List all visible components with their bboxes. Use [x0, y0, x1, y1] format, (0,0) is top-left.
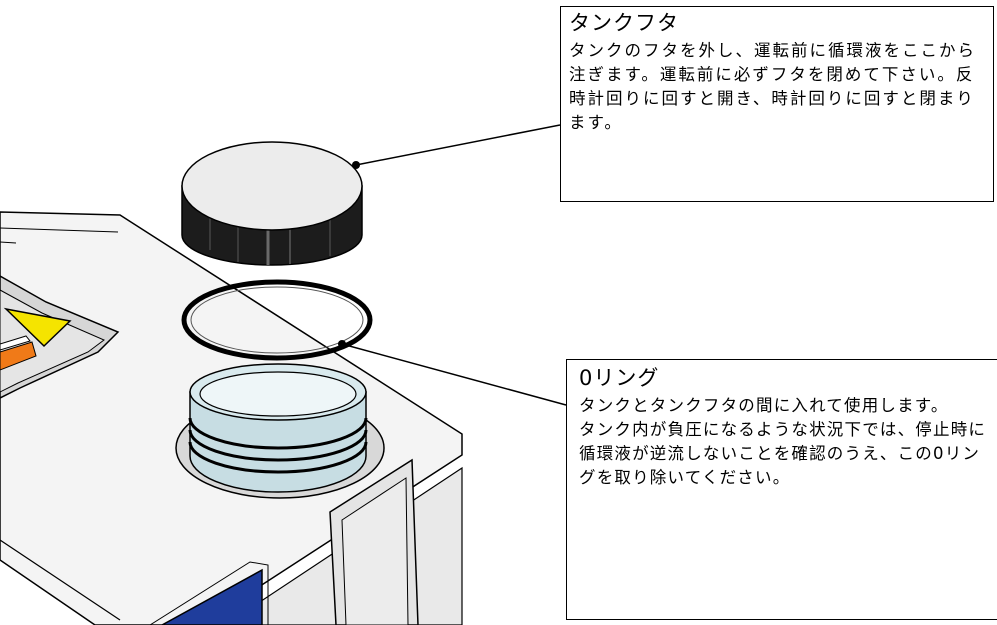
neck-thread	[188, 417, 368, 450]
tank-edge-line	[0, 539, 121, 621]
o-ring-callout: 0リング タンクとタンクフタの間に入れて使用します。 タンク内が負圧になるような…	[566, 359, 997, 620]
warning-triangle-icon	[3, 307, 72, 348]
tank-neck-inner	[199, 371, 357, 417]
o-ring-inner-edge	[190, 286, 364, 354]
oring-leader-line	[341, 343, 567, 406]
o-ring-description-1: タンクとタンクフタの間に入れて使用します。	[579, 396, 949, 415]
cap-leader-dot	[352, 161, 360, 169]
cap-leader-line	[355, 124, 561, 166]
panel-strip	[0, 335, 31, 351]
o-ring-title: 0リング	[579, 366, 660, 390]
panel-orange-strip	[0, 341, 37, 371]
tank-edge-line	[0, 241, 17, 244]
o-ring	[181, 279, 373, 361]
o-ring-description-2: タンク内が負圧になるような状況下では、停止時に循環液が逆流しないことを確認のうえ…	[579, 420, 987, 487]
side-handle-inner	[341, 477, 409, 625]
tank-cap-callout: タンクフタ タンクのフタを外し、運転前に循環液をここから注ぎます。運転前に必ずフ…	[560, 6, 994, 202]
tank-edge-line	[0, 227, 119, 233]
neck-thread	[188, 441, 368, 474]
tank-cap-description: タンクのフタを外し、運転前に循環液をここから注ぎます。運転前に必ずフタを閉めて下…	[569, 41, 976, 132]
display-frame	[149, 561, 269, 625]
neck-thread	[188, 429, 368, 462]
oring-leader-dot	[338, 340, 346, 348]
display-window	[161, 568, 263, 625]
tank-cap-top	[181, 141, 363, 231]
tank-cap-title: タンクフタ	[569, 11, 679, 35]
